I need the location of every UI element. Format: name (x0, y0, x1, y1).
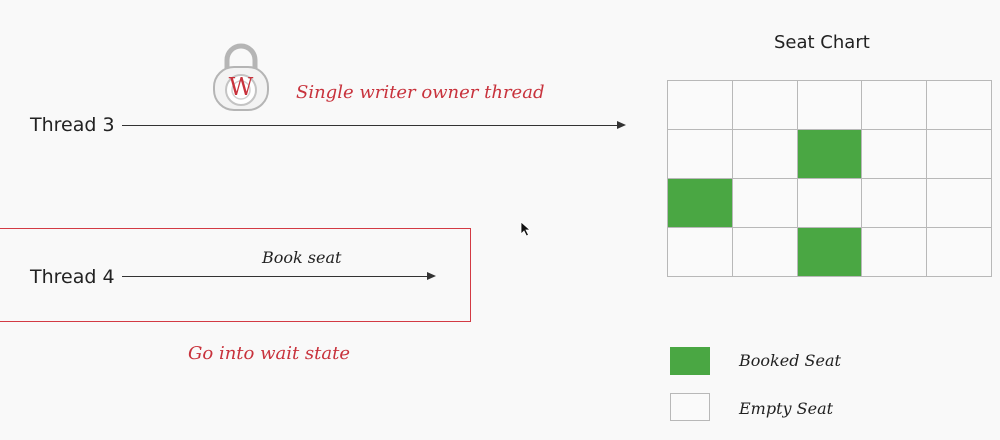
padlock-icon (213, 43, 269, 111)
empty-seat (668, 228, 733, 277)
write-lock-icon: W (210, 40, 272, 114)
lock-letter: W (228, 73, 254, 101)
legend-empty-swatch (670, 393, 710, 421)
empty-seat (732, 81, 798, 130)
empty-seat (927, 81, 992, 130)
empty-seat (797, 179, 863, 228)
empty-seat (862, 130, 928, 179)
legend-booked-label: Booked Seat (739, 351, 841, 370)
legend-booked-swatch (670, 347, 710, 375)
empty-seat (732, 179, 798, 228)
thread-4-arrow-line (122, 276, 428, 277)
thread-4-label: Thread 4 (30, 266, 115, 288)
book-seat-label: Book seat (262, 248, 342, 267)
thread-4-arrow-head (427, 272, 436, 280)
seat-chart-title: Seat Chart (774, 32, 870, 53)
empty-seat (862, 179, 928, 228)
empty-seat (927, 228, 992, 277)
thread-3-label: Thread 3 (30, 114, 115, 136)
wait-state-caption: Go into wait state (188, 343, 351, 364)
booked-seat (797, 228, 863, 277)
single-writer-caption: Single writer owner thread (296, 82, 545, 103)
booked-seat (797, 130, 863, 179)
thread-3-arrow-line (122, 125, 618, 126)
empty-seat (797, 81, 863, 130)
empty-seat (862, 228, 928, 277)
empty-seat (668, 81, 733, 130)
seat-chart-grid (667, 80, 992, 277)
empty-seat (732, 228, 798, 277)
empty-seat (862, 81, 928, 130)
mouse-cursor-icon (520, 221, 532, 241)
empty-seat (732, 130, 798, 179)
thread-3-arrow-head (617, 121, 626, 129)
booked-seat (668, 179, 733, 228)
wait-state-box (0, 228, 471, 322)
empty-seat (668, 130, 733, 179)
empty-seat (927, 130, 992, 179)
empty-seat (927, 179, 992, 228)
legend-empty-label: Empty Seat (739, 399, 834, 418)
